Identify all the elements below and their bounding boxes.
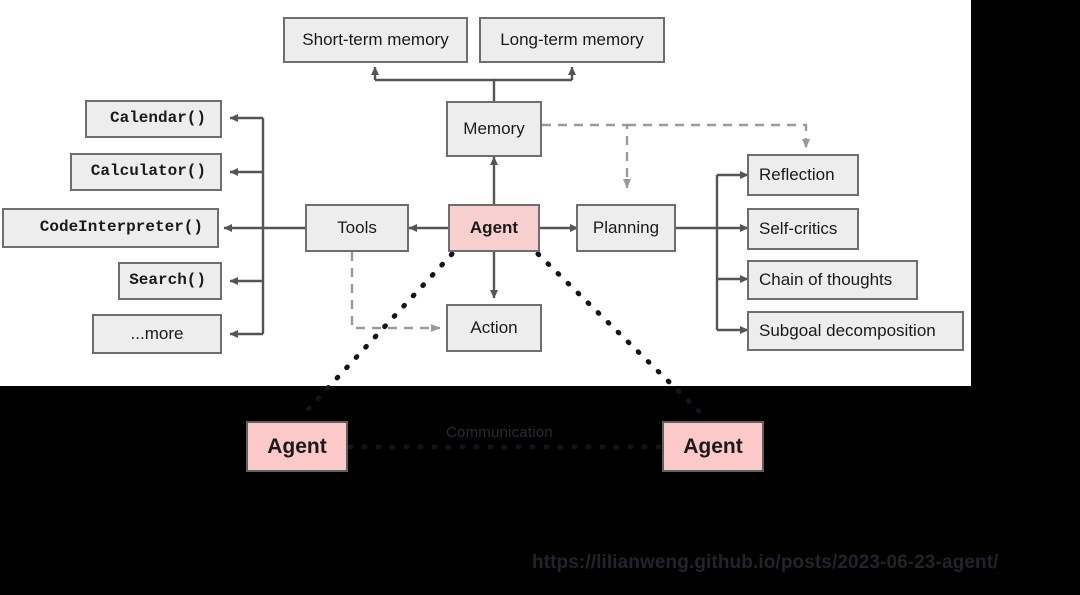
node-agent-left[interactable]: Agent [246,421,348,472]
node-long-term-memory[interactable]: Long-term memory [479,17,665,63]
node-label: Memory [463,118,525,138]
node-tool-more[interactable]: ...more [92,314,222,354]
node-action[interactable]: Action [446,304,542,352]
node-label: Calendar() [109,109,206,128]
node-agent[interactable]: Agent [448,204,540,252]
node-plan-chain-of-thoughts[interactable]: Chain of thoughts [747,260,918,300]
node-tool-search[interactable]: Search() [118,262,222,300]
node-tool-calendar[interactable]: Calendar() [85,100,222,138]
node-plan-reflection[interactable]: Reflection [747,154,859,196]
source-url-label: https://lilianweng.github.io/posts/2023-… [532,552,999,573]
node-label: Calculator() [90,162,206,181]
node-label: Agent [683,434,743,458]
node-label: CodeInterpreter() [39,218,203,237]
node-label: Self-critics [759,218,838,238]
node-label: Search() [129,271,206,290]
node-label: Chain of thoughts [759,269,893,289]
node-tool-calculator[interactable]: Calculator() [70,153,222,191]
node-tool-codeinterpreter[interactable]: CodeInterpreter() [2,208,219,248]
node-memory[interactable]: Memory [446,101,542,157]
communication-link-label: Communication [446,424,553,441]
node-label: ...more [130,323,184,343]
node-label: Long-term memory [500,29,644,49]
node-label: Subgoal decomposition [759,320,936,340]
node-plan-self-critics[interactable]: Self-critics [747,208,859,250]
node-label: Reflection [759,164,835,184]
node-label: Action [470,317,518,337]
node-short-term-memory[interactable]: Short-term memory [283,17,468,63]
node-plan-subgoal-decomposition[interactable]: Subgoal decomposition [747,311,964,351]
node-planning[interactable]: Planning [576,204,676,252]
node-tools[interactable]: Tools [305,204,409,252]
node-label: Agent [267,434,327,458]
node-agent-right[interactable]: Agent [662,421,764,472]
node-label: Planning [592,217,660,237]
node-label: Tools [337,217,377,237]
node-label: Short-term memory [302,29,449,49]
node-label: Agent [469,217,519,237]
